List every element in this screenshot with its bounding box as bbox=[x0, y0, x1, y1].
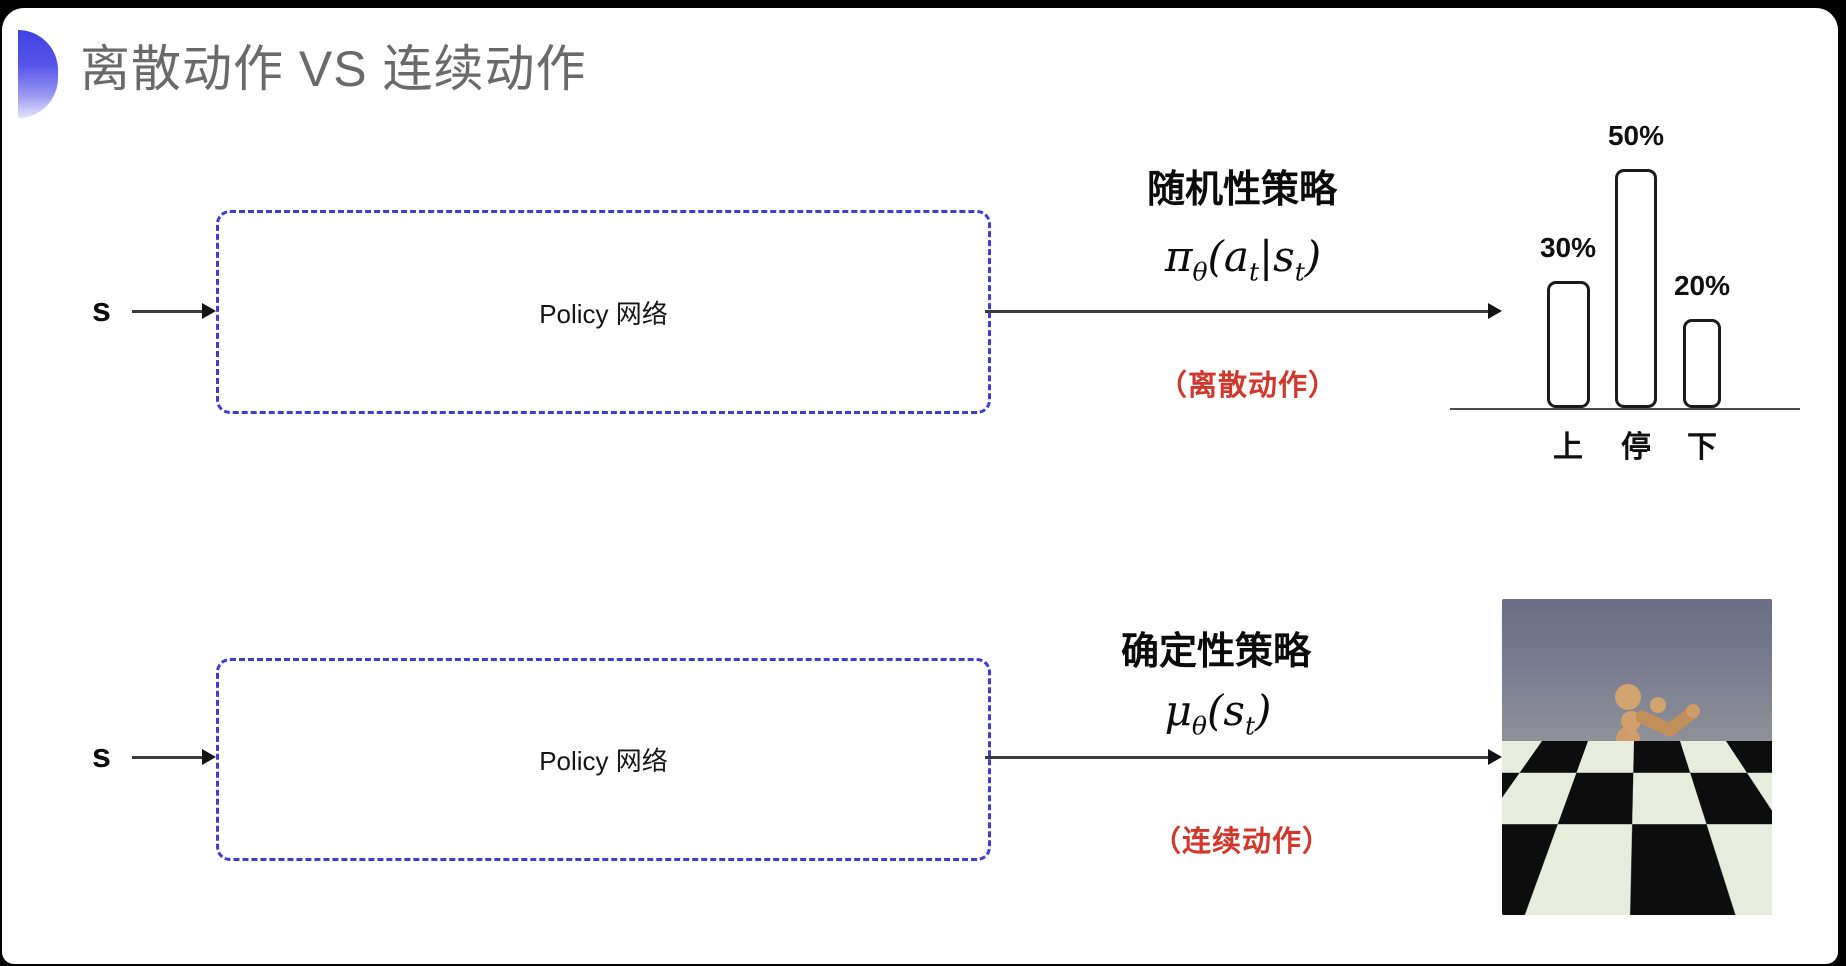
policy-network-box-continuous: Policy 网络 bbox=[216, 658, 991, 861]
input-arrow-head-icon bbox=[202, 749, 216, 765]
policy-network-label: Policy 网络 bbox=[539, 746, 668, 776]
input-arrow-line-continuous bbox=[132, 756, 204, 759]
policy-type-label-deterministic: 确定性策略 bbox=[1120, 631, 1311, 673]
humanoid-figure bbox=[1583, 684, 1700, 907]
output-arrow-head-icon bbox=[1488, 749, 1502, 765]
bar-value-label: 50% bbox=[1607, 120, 1665, 151]
formula-symbol-subscript: θ bbox=[1191, 711, 1207, 741]
bar-group-down: 20% bbox=[1657, 270, 1747, 408]
category-label-up: 上 bbox=[1553, 431, 1583, 464]
formula-close-paren: ) bbox=[1254, 686, 1272, 735]
action-type-note-continuous: （连续动作） bbox=[1151, 826, 1332, 858]
category-label-stop: 停 bbox=[1621, 431, 1651, 464]
formula-state-arg: s bbox=[1223, 686, 1245, 735]
formula-state-subscript: t bbox=[1294, 257, 1305, 287]
bar bbox=[1546, 281, 1590, 408]
policy-network-box-discrete: Policy 网络 bbox=[216, 210, 991, 414]
output-arrow-line-continuous bbox=[985, 756, 1490, 759]
state-input-label-continuous: s bbox=[92, 737, 111, 775]
state-input-label-discrete: s bbox=[92, 291, 111, 329]
page-title: 离散动作 VS 连续动作 bbox=[80, 41, 587, 97]
bar-value-label: 20% bbox=[1673, 270, 1731, 301]
formula-state-subscript: t bbox=[1244, 711, 1255, 741]
formula-state-arg: s bbox=[1273, 232, 1295, 281]
action-probability-chart: 30% 50% 20% 上 停 下 bbox=[1450, 96, 1800, 476]
stochastic-policy-formula: πθ(at|st) bbox=[1093, 232, 1393, 286]
formula-open-paren: ( bbox=[1206, 686, 1224, 735]
action-type-note-discrete: （离散动作） bbox=[1157, 370, 1338, 402]
formula-open-paren: ( bbox=[1207, 232, 1224, 281]
formula-symbol-subscript: θ bbox=[1192, 257, 1208, 287]
category-label-down: 下 bbox=[1687, 431, 1717, 464]
formula-conditional-bar: | bbox=[1259, 232, 1274, 281]
chart-baseline bbox=[1450, 408, 1800, 410]
bar-value-label: 30% bbox=[1539, 232, 1597, 263]
input-arrow-line-discrete bbox=[132, 310, 204, 313]
output-arrow-head-icon bbox=[1488, 303, 1502, 319]
formula-close-paren: ) bbox=[1304, 232, 1322, 281]
bar-group-stop: 50% bbox=[1591, 120, 1681, 408]
formula-symbol: π bbox=[1164, 232, 1193, 281]
input-arrow-head-icon bbox=[202, 303, 216, 319]
bar bbox=[1683, 319, 1721, 408]
policy-network-label: Policy 网络 bbox=[539, 298, 668, 329]
policy-type-label-stochastic: 随机性策略 bbox=[1146, 169, 1337, 211]
output-arrow-line-discrete bbox=[985, 310, 1490, 313]
humanoid-simulation-image bbox=[1502, 599, 1772, 915]
formula-action-subscript: t bbox=[1248, 257, 1259, 287]
deterministic-policy-formula: μθ(st) bbox=[1068, 686, 1368, 740]
bar bbox=[1615, 169, 1657, 408]
formula-symbol: μ bbox=[1164, 686, 1192, 735]
formula-action-arg: a bbox=[1223, 232, 1249, 281]
bar-group-up: 30% bbox=[1523, 232, 1613, 408]
